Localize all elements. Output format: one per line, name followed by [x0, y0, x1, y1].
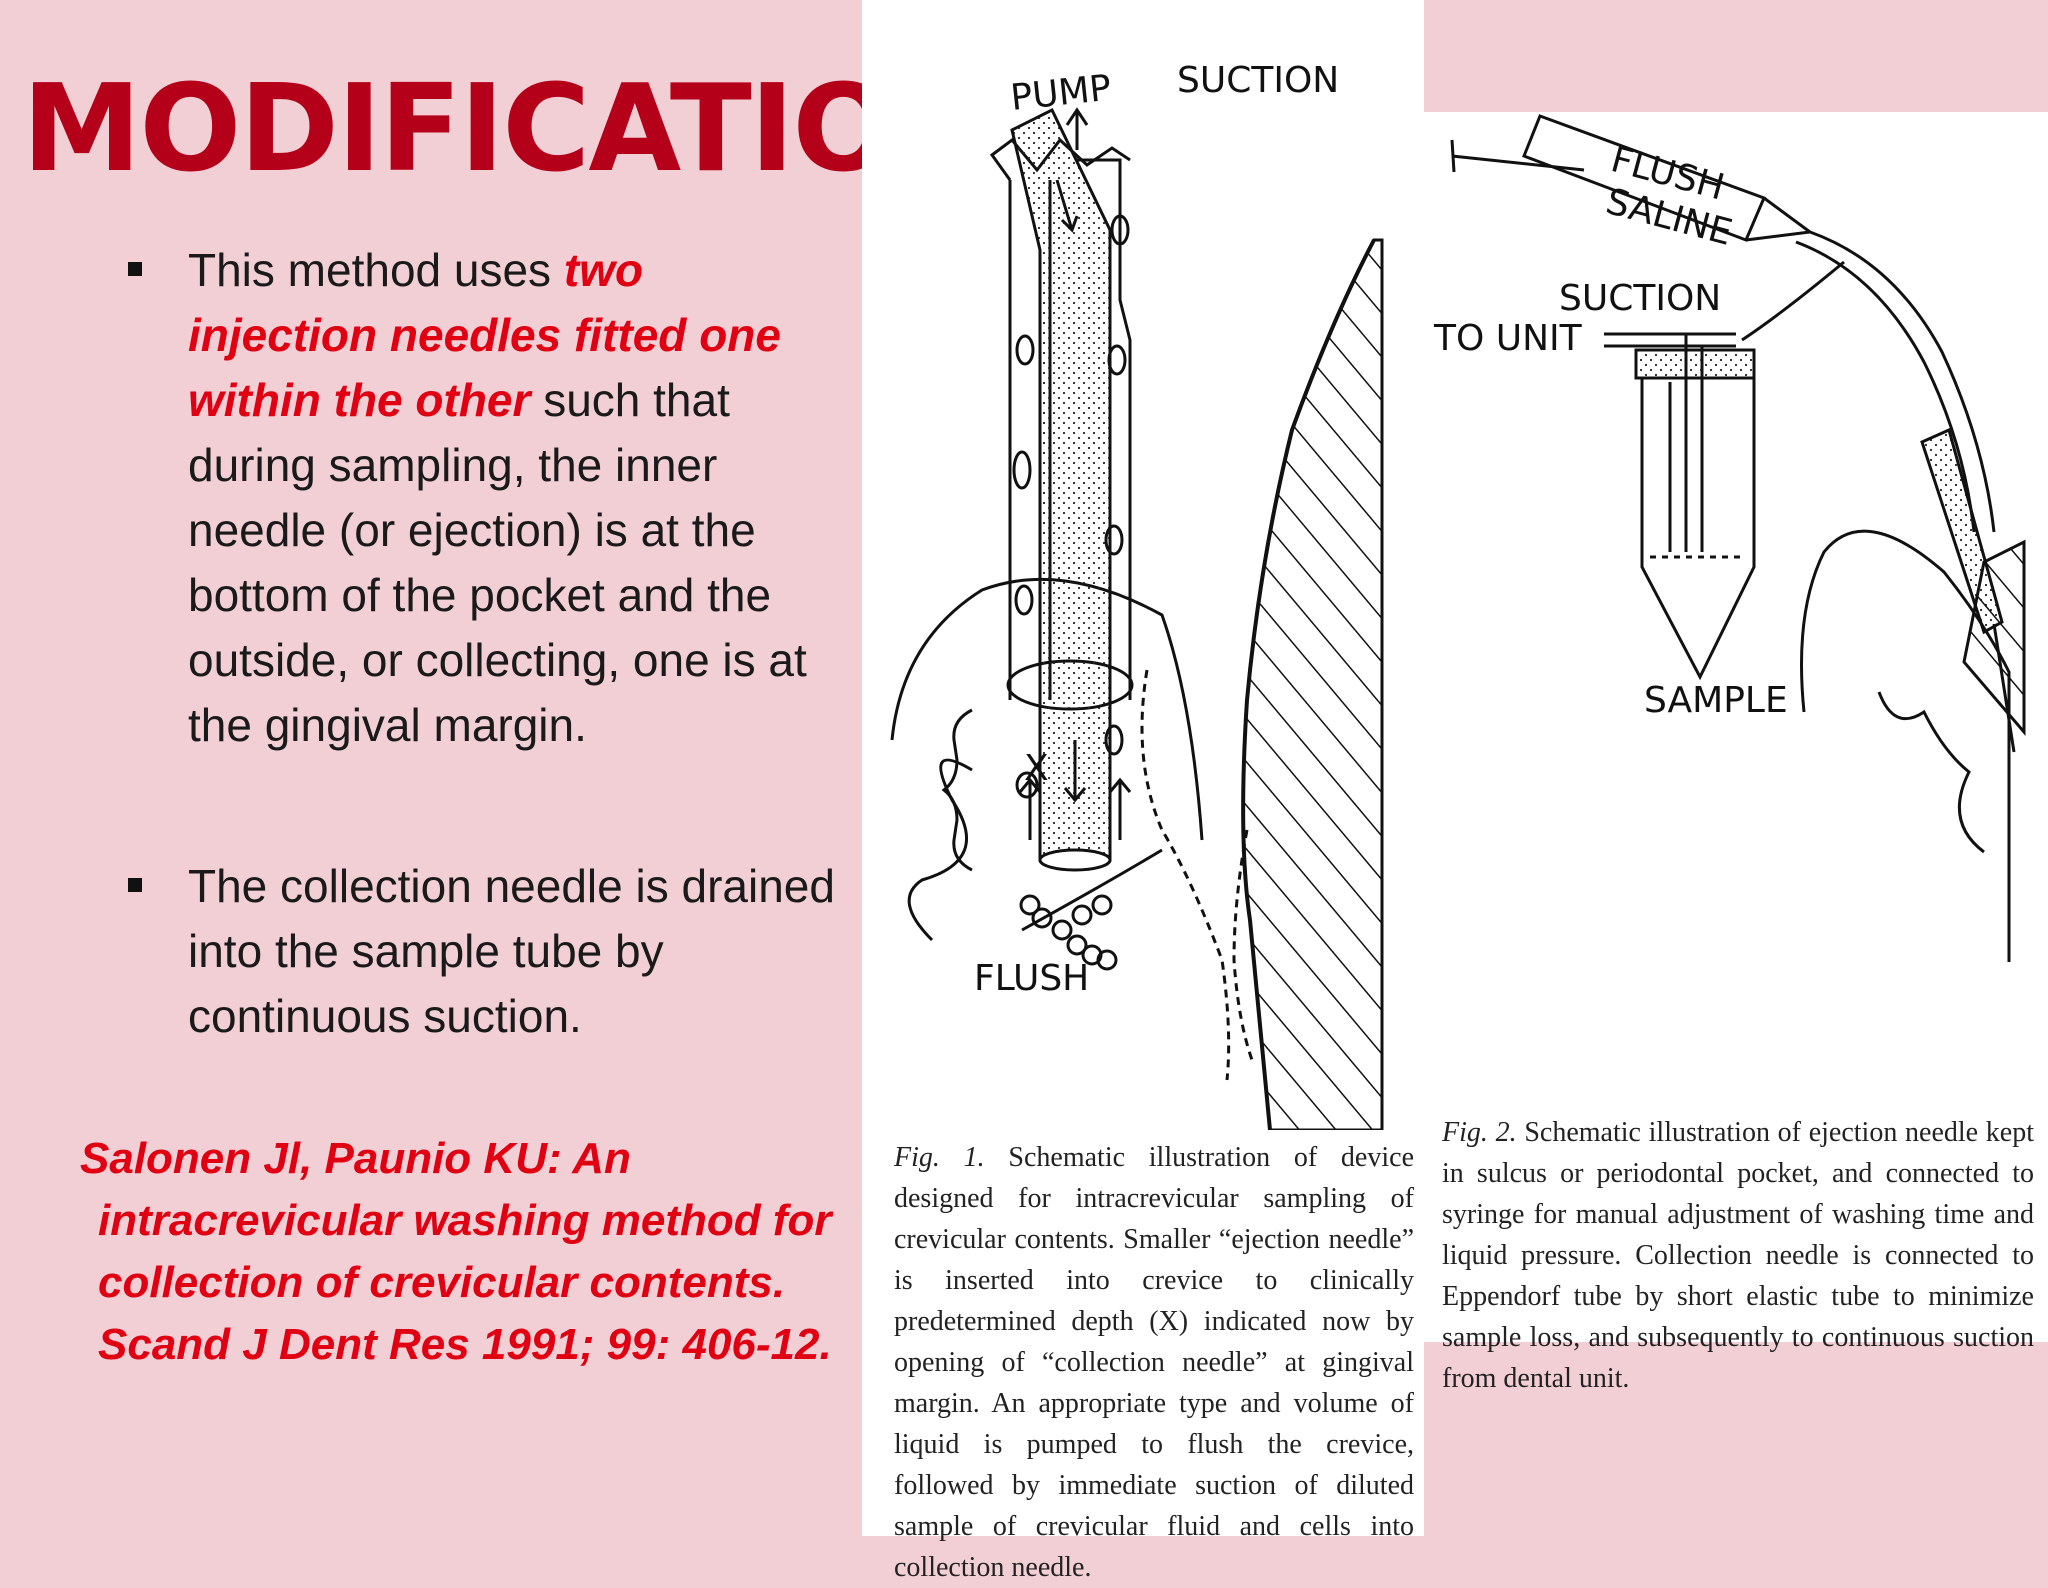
figure-2-diagram: FLUSH SALINE SUCTION TO UNIT SAMPLE — [1433, 114, 2026, 962]
ejection-needle — [1010, 107, 1112, 872]
figure-2-tag: Fig. 2. — [1442, 1117, 1517, 1148]
sample-label: SAMPLE — [1644, 680, 1788, 721]
bullet-text-before: This method uses — [188, 244, 564, 296]
tooth-section — [1800, 529, 2026, 962]
figure-1-caption-text: Schematic illustration of device designe… — [894, 1142, 1414, 1583]
figure-2-panel: FLUSH SALINE SUCTION TO UNIT SAMPLE Fig.… — [1424, 112, 2048, 1394]
tooth-outline — [1241, 238, 1384, 1130]
reference-citation: Salonen Jl, Paunio KU: An intracrevicula… — [80, 1128, 840, 1376]
reference-rest: intracrevicular washing method for colle… — [98, 1196, 832, 1369]
figure-1-caption: Fig. 1. Schematic illustration of device… — [894, 1137, 1414, 1588]
bullet-item-collection: The collection needle is drained into th… — [120, 854, 840, 1049]
flush-label: FLUSH — [974, 958, 1089, 999]
bullet-text-after: such that during sampling, the inner nee… — [188, 374, 807, 751]
x-depth-label: X — [1024, 748, 1049, 789]
pump-label: PUMP — [1009, 68, 1114, 119]
sample-tube — [1604, 260, 1845, 681]
cells — [1012, 214, 1130, 971]
bullet-text: The collection needle is drained into th… — [188, 860, 835, 1042]
bullet-emphasis: two injection needles fitted one within … — [188, 244, 781, 426]
figure-1-panel: PUMP SUCTION X FLUSH Fig. 1. Schematic i… — [862, 0, 1424, 1583]
bullet-list: This method uses two injection needles f… — [120, 238, 840, 1049]
slide-title: MODIFICATION — [22, 60, 993, 199]
suction-label: SUCTION — [1177, 60, 1339, 101]
square-bullet-icon — [128, 878, 142, 892]
figure-2-caption: Fig. 2. Schematic illustration of ejecti… — [1442, 1112, 2034, 1399]
figure-2-caption-text: Schematic illustration of ejection needl… — [1442, 1117, 2034, 1394]
reference-first-line: Salonen Jl, Paunio KU: An — [80, 1134, 631, 1183]
figure-1-diagram: PUMP SUCTION X FLUSH — [890, 60, 1384, 1130]
suction-label: SUCTION — [1559, 278, 1721, 319]
bullet-item-method: This method uses two injection needles f… — [120, 238, 840, 758]
to-unit-label: TO UNIT — [1433, 318, 1583, 359]
text-panel: MODIFICATION This method uses two inject… — [0, 0, 993, 1536]
square-bullet-icon — [128, 262, 142, 276]
syringe — [1450, 114, 1996, 533]
depth-brace — [941, 708, 973, 872]
figure-1-tag: Fig. 1. — [894, 1142, 985, 1173]
